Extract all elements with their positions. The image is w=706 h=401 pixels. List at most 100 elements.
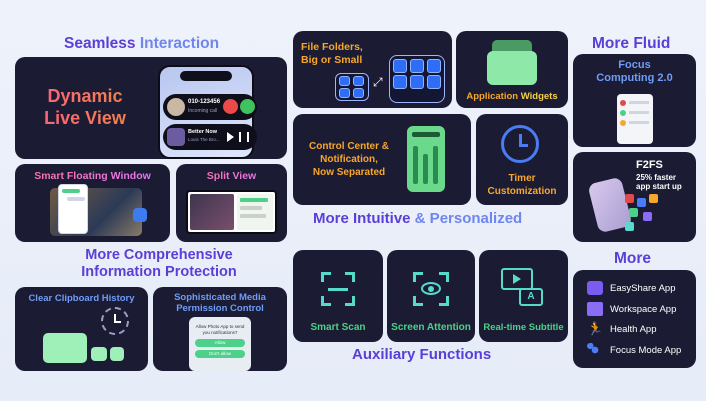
scan-frame-icon: [321, 272, 355, 306]
f2fs-title: F2FS: [636, 159, 663, 171]
timer-title: Timer Customization: [476, 172, 568, 198]
card-timer-customization[interactable]: Timer Customization: [476, 114, 568, 205]
dont-allow-button[interactable]: Don't allow: [195, 350, 245, 358]
app-icon: [637, 198, 646, 207]
card-focus-computing[interactable]: Focus Computing 2.0: [573, 54, 696, 147]
accept-call-icon[interactable]: [240, 99, 255, 114]
heading-auxiliary-functions: Auxiliary Functions: [352, 346, 492, 363]
control-center-title: Control Center & Notification, Now Separ…: [299, 140, 399, 179]
card-dynamic-live-view[interactable]: Dynamic Live View 010-123456 Incoming ca…: [15, 57, 287, 159]
dialog-text: Allow Photo App to send you notification…: [189, 324, 251, 336]
more-item-label: EasyShare App: [610, 282, 676, 294]
app-icon: [649, 194, 658, 203]
resize-arrow-icon: ⤢: [373, 75, 383, 89]
music-island[interactable]: Better Now Louis The Bro...: [163, 124, 257, 150]
folder-app-tile: [427, 59, 441, 73]
more-item-focus-mode[interactable]: Focus Mode App: [587, 343, 681, 357]
focus-computing-line1: Focus: [618, 59, 651, 71]
folder-app-tile: [339, 76, 350, 86]
slider-bar: [423, 154, 428, 184]
folder-app-tile: [339, 88, 350, 98]
chat-row: [240, 206, 262, 210]
call-island[interactable]: 010-123456 Incoming call: [163, 94, 257, 120]
dynamic-line1: Dynamic: [47, 86, 123, 106]
clipboard-text-chip[interactable]: [91, 347, 107, 361]
card-media-permission[interactable]: Sophisticated Media Permission Control A…: [153, 287, 287, 371]
card-application-widgets[interactable]: Application Widgets: [456, 31, 568, 108]
folder-app-tile: [410, 59, 424, 73]
heading-interaction-word: Interaction: [135, 35, 220, 52]
f2fs-caption: 25% faster app start up: [636, 173, 682, 191]
card-smart-floating-window[interactable]: Smart Floating Window: [15, 164, 170, 242]
timer-line1: Timer: [508, 173, 536, 184]
folder-app-tile: [427, 75, 441, 89]
health-icon: 🏃: [587, 321, 604, 336]
floating-window-chat[interactable]: [58, 184, 88, 234]
folder-app-tile: [353, 76, 364, 86]
media-permission-line1: Sophisticated Media: [174, 292, 266, 303]
timer-icon: [501, 125, 539, 163]
slider-bar: [433, 146, 438, 184]
clipboard-item-tile[interactable]: [43, 333, 87, 363]
split-view-tablet: [186, 190, 277, 234]
app-widgets-word2: Widgets: [518, 91, 558, 102]
caller-sub: Incoming call: [188, 108, 218, 114]
card-more-apps[interactable]: EasyShare App Workspace App 🏃 Health App…: [573, 270, 696, 368]
card-control-center[interactable]: Control Center & Notification, Now Separ…: [293, 114, 471, 205]
easyshare-icon: [587, 281, 603, 295]
clock-icon: [101, 307, 129, 335]
card-realtime-subtitle[interactable]: A Real-time Subtitle: [479, 250, 568, 342]
app-icons-cluster: [625, 194, 661, 234]
allow-button[interactable]: Allow: [195, 339, 245, 347]
caller-avatar: [167, 98, 185, 116]
small-folder-icon: [335, 73, 369, 101]
heading-seamless-word: Seamless: [64, 35, 136, 52]
chat-bubble: [67, 197, 85, 201]
folder-app-tile: [393, 59, 407, 73]
focus-phone-screen: [617, 94, 653, 144]
card-smart-scan[interactable]: Smart Scan: [293, 250, 383, 342]
screen-attention-label: Screen Attention: [391, 322, 471, 333]
media-permission-title: Sophisticated Media Permission Control: [153, 292, 287, 314]
heading-personalized-word: & Personalized: [410, 210, 523, 227]
list-line: [629, 101, 649, 104]
card-file-folders[interactable]: File Folders, Big or Small ⤢: [293, 31, 452, 108]
more-item-label: Workspace App: [610, 303, 677, 315]
app-dot: [620, 100, 626, 106]
folder-app-tile: [410, 75, 424, 89]
heading-intuitive-word: More Intuitive: [313, 210, 411, 227]
dialog-text-line1: Allow Photo App to send: [195, 324, 245, 329]
smart-floating-label: Smart Floating Window: [15, 170, 170, 182]
media-permission-line2: Permission Control: [176, 303, 264, 314]
dialog-text-line2: you notifications?: [202, 330, 238, 335]
floating-shortcut-icon[interactable]: [133, 208, 147, 222]
chat-row: [240, 198, 268, 202]
control-center-line3: Now Separated: [312, 167, 386, 178]
card-screen-attention[interactable]: Screen Attention: [387, 250, 475, 342]
more-item-workspace[interactable]: Workspace App: [587, 302, 676, 316]
eye-frame-icon: [413, 272, 449, 306]
split-pane-right: [237, 194, 273, 230]
edit-icon[interactable]: [110, 347, 124, 361]
folder-app-tile: [393, 75, 407, 89]
card-clear-clipboard[interactable]: Clear Clipboard History: [15, 287, 148, 371]
dynamic-line2: Live View: [44, 108, 126, 128]
card-split-view[interactable]: Split View: [176, 164, 287, 242]
card-f2fs[interactable]: F2FS 25% faster app start up: [573, 152, 696, 242]
heading-more-fluid: More Fluid: [592, 35, 671, 52]
caller-number: 010-123456: [188, 99, 221, 105]
slider-bar: [413, 146, 418, 184]
more-item-easyshare[interactable]: EasyShare App: [587, 281, 676, 295]
more-item-health[interactable]: 🏃 Health App: [587, 322, 656, 336]
smart-scan-label: Smart Scan: [310, 322, 366, 333]
chat-row: [240, 214, 266, 218]
play-icon[interactable]: [227, 132, 234, 142]
app-icon: [629, 208, 638, 217]
app-icon: [643, 212, 652, 221]
decline-call-icon[interactable]: [223, 99, 238, 114]
folder-app-tile: [353, 88, 364, 98]
heading-comprehensive-line1: More Comprehensive: [85, 247, 233, 263]
waveform-icon: [239, 132, 249, 142]
control-center-phone-icon: [407, 126, 445, 192]
app-icon: [625, 222, 634, 231]
